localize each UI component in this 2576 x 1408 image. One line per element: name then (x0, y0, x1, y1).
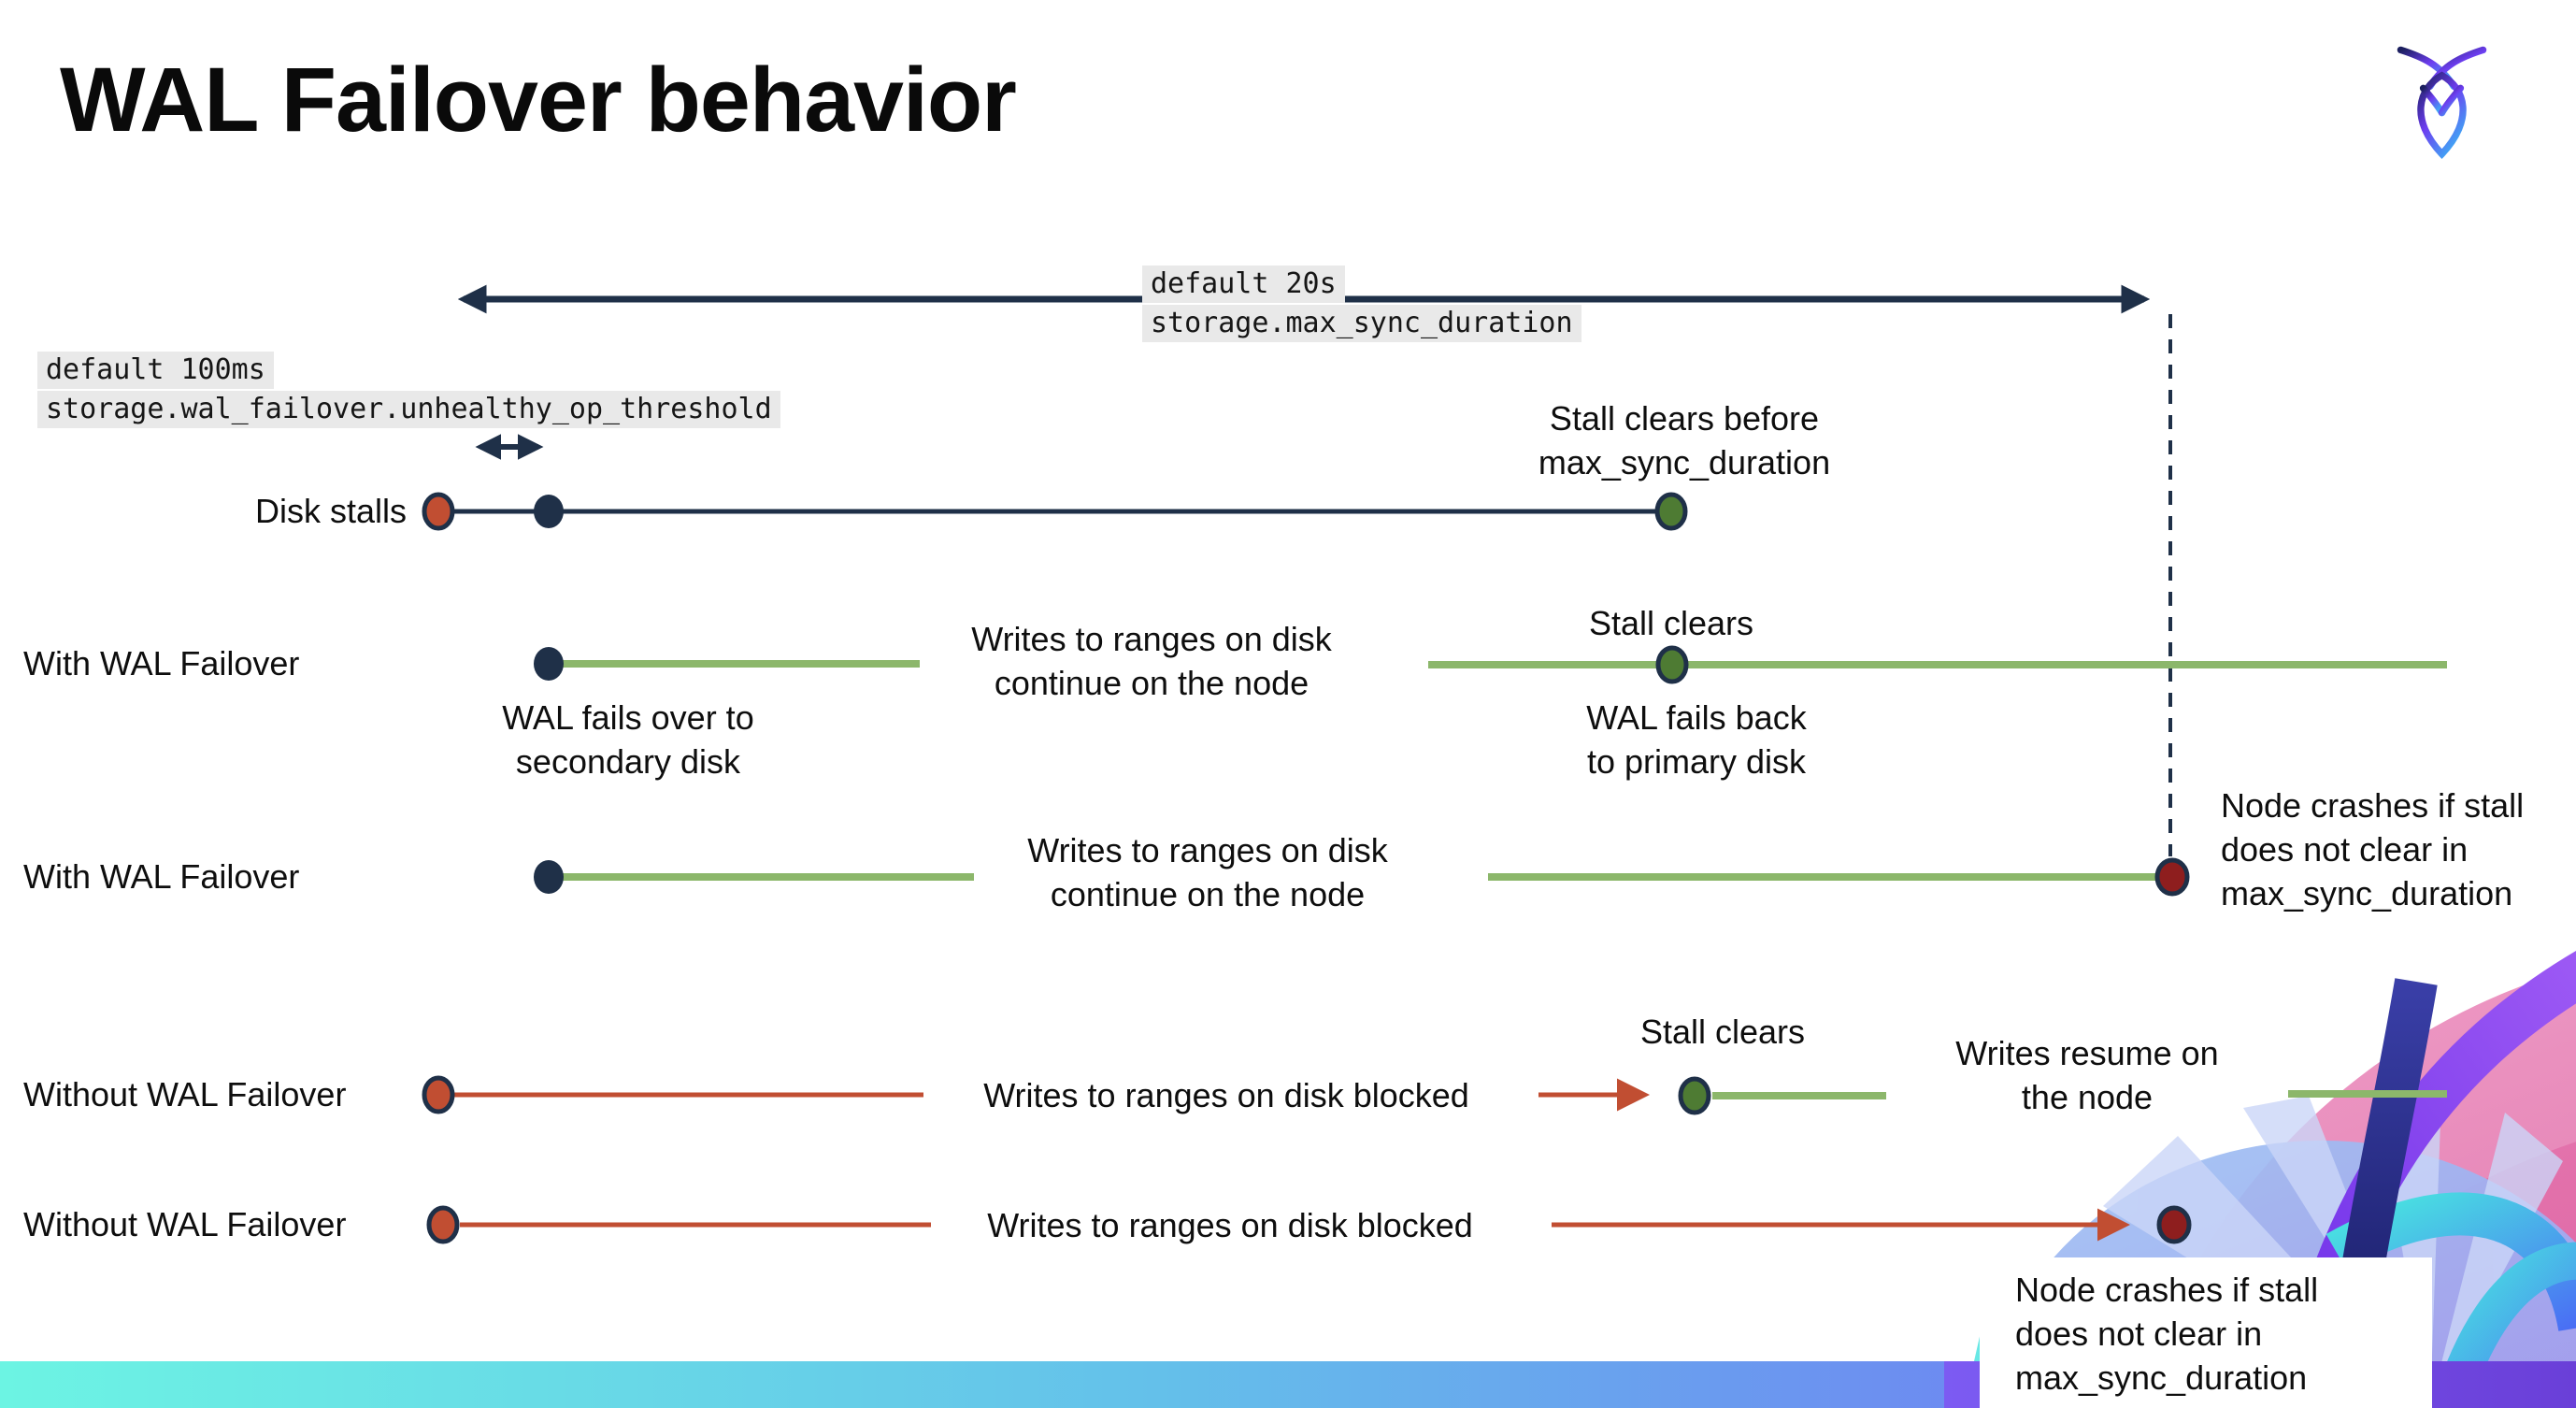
row3-crash-dot (2154, 857, 2190, 897)
threshold-default-label: default 100ms (37, 352, 274, 389)
row1-stall-clears-caption: Stall clears before max_sync_duration (1538, 399, 1831, 481)
row3-label: With WAL Failover (23, 857, 300, 896)
row5-crash-caption: Node crashes if stall does not clear in … (2015, 1271, 2319, 1397)
row1-label: Disk stalls (254, 492, 407, 530)
row5-blocked-caption: Writes to ranges on disk blocked (987, 1206, 1473, 1244)
row4-stall-start-dot (422, 1075, 455, 1114)
row3-crash-caption: Node crashes if stall does not clear in … (2221, 786, 2525, 912)
row4-resume-caption: Writes resume on the node (1955, 1034, 2219, 1116)
cockroachdb-logo (2397, 46, 2487, 160)
row2-stall-clears-dot (1655, 645, 1689, 684)
row3-writes-caption: Writes to ranges on disk continue on the… (1027, 831, 1388, 913)
row5-label: Without WAL Failover (23, 1205, 347, 1243)
row4-stall-clears-caption: Stall clears (1639, 1013, 1806, 1051)
threshold-setting-name: storage.wal_failover.unhealthy_op_thresh… (37, 391, 780, 428)
row5-stall-start-dot (426, 1205, 460, 1244)
page-title: WAL Failover behavior (60, 49, 1017, 151)
row1-stall-clears-dot (1654, 492, 1688, 531)
max-sync-setting-name: storage.max_sync_duration (1142, 305, 1581, 342)
row3-failover-dot (534, 860, 564, 894)
row2-failover-caption: WAL fails over to secondary disk (502, 698, 754, 781)
row4-blocked-caption: Writes to ranges on disk blocked (983, 1076, 1469, 1114)
row2-label: With WAL Failover (23, 644, 300, 682)
row2-failback-caption: WAL fails back to primary disk (1586, 698, 1807, 781)
row1-stall-start-dot (422, 492, 455, 531)
max-sync-default-label: default 20s (1142, 266, 1345, 303)
row2-writes-caption: Writes to ranges on disk continue on the… (971, 620, 1332, 702)
row4-label: Without WAL Failover (23, 1075, 347, 1113)
row5-crash-dot (2156, 1205, 2192, 1244)
row2-failover-dot (534, 647, 564, 681)
row4-stall-clears-dot (1678, 1076, 1711, 1115)
row1-threshold-dot (534, 495, 564, 528)
row2-stall-clears-caption: Stall clears (1588, 604, 1754, 642)
crash-callout-box (1980, 1257, 2432, 1408)
